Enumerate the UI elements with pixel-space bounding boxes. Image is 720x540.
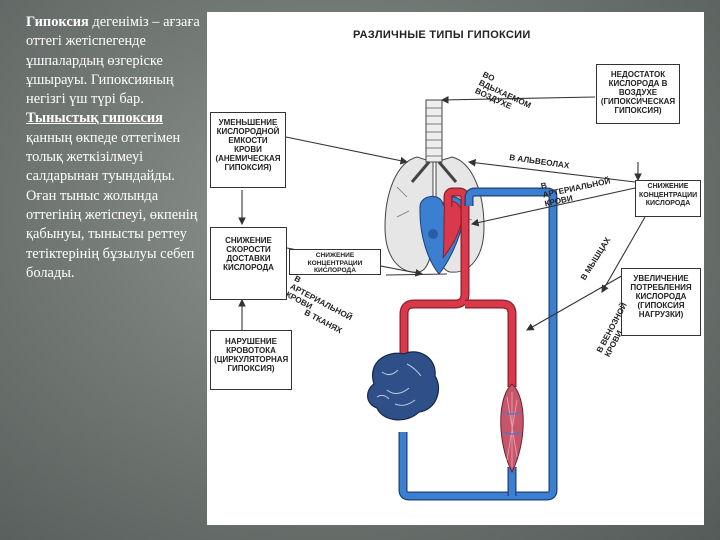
box-concentration-decrease: Снижение концентрации кислорода (635, 180, 701, 217)
box-delivery-rate: Снижение скорости доставки кислорода (210, 227, 287, 300)
box-anemic-hypoxia: Уменьшение кислородной емкости крови (ан… (210, 112, 286, 188)
box-circulatory-hypoxia: Нарушение кровотока (циркуляторная гипок… (210, 330, 292, 390)
term-respiratory-hypoxia: Тыныстық гипоксия (26, 110, 163, 127)
diagram-title: РАЗЛИЧНЫЕ ТИПЫ ГИПОКСИИ (353, 29, 531, 41)
paragraph-2: қанның өкпеде оттегімен толық жеткізілме… (26, 129, 198, 281)
box-hypoxic-hypoxia: Недостаток кислорода в воздухе (гипоксич… (596, 64, 680, 124)
term-hypoxia: Гипоксия (26, 14, 89, 30)
diagram-illustration (238, 96, 646, 501)
brain-illustration (367, 351, 440, 421)
box-load-hypoxia: Увеличение потребления кислорода (гипокс… (621, 268, 701, 336)
heart-illustration (419, 196, 465, 275)
paragraph-1: дегеніміз – ағзаға оттегі жетіспегенде ұ… (26, 14, 200, 108)
hypoxia-diagram: РАЗЛИЧНЫЕ ТИПЫ ГИПОКСИИ Уменьшение кисло… (207, 12, 704, 525)
box-delivery-concentration: Снижение концентрации кислорода (289, 249, 381, 275)
trachea-illustration (410, 99, 458, 183)
arterial-vessels (399, 187, 517, 387)
muscle-illustration (500, 383, 524, 474)
description-text: Гипоксия дегеніміз – ағзаға оттегі жетіс… (26, 13, 206, 283)
